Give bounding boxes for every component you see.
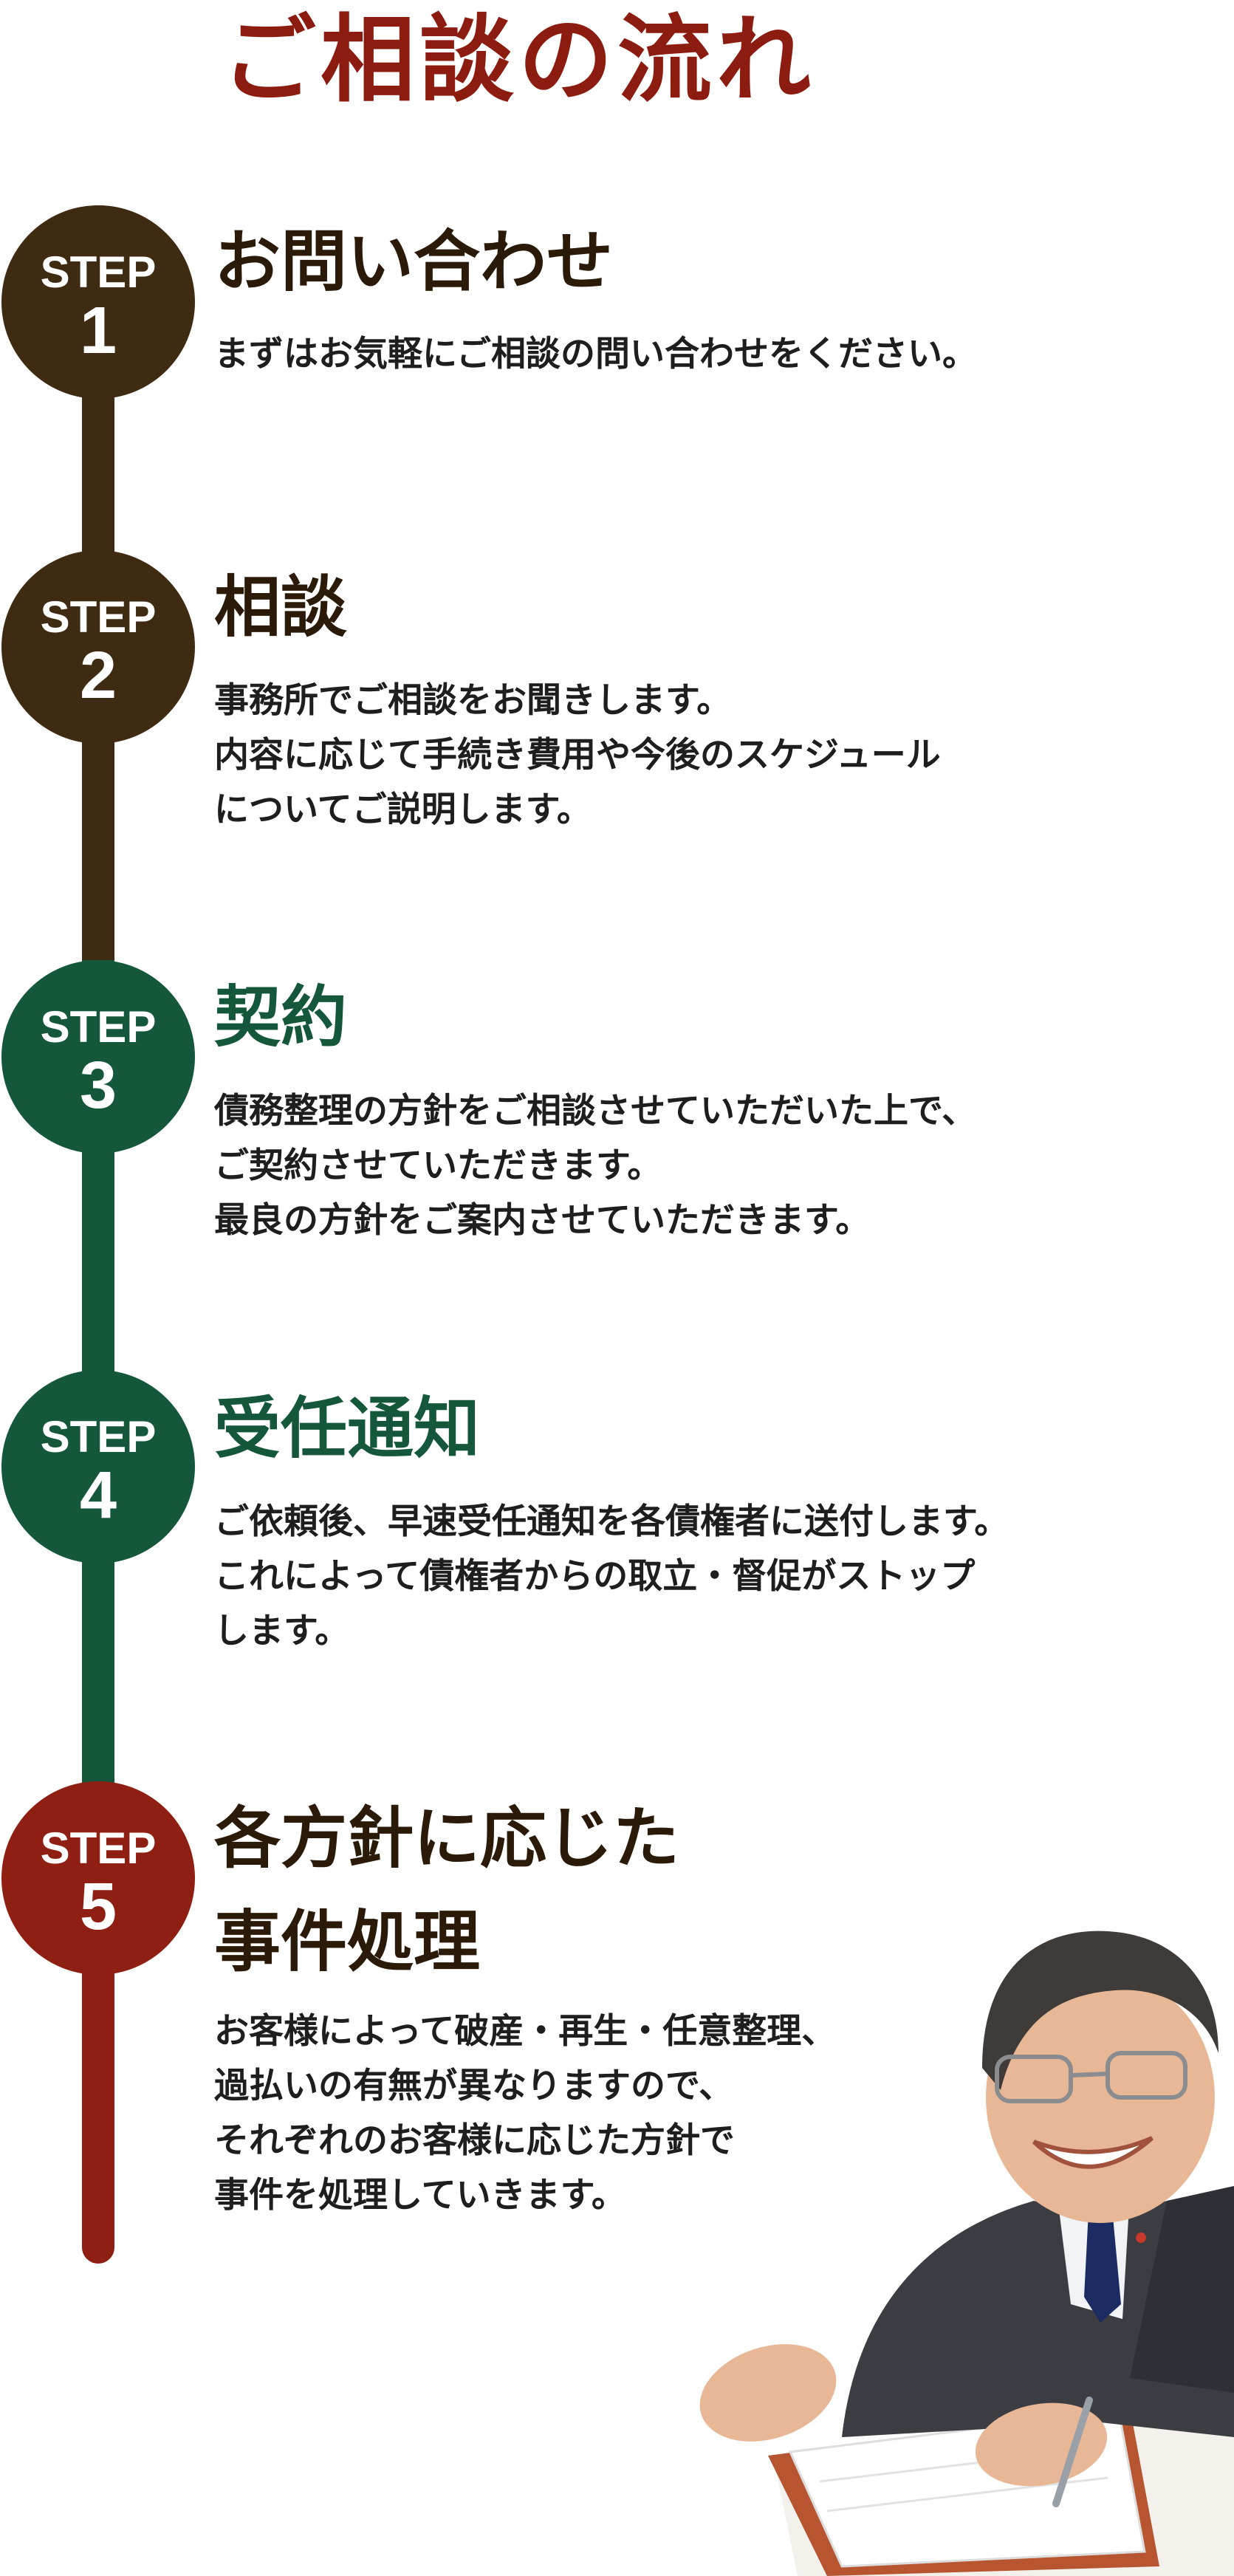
step-2-label: STEP bbox=[40, 592, 157, 642]
step-3-desc-line: 最良の方針をご案内させていただきます。 bbox=[214, 1200, 871, 1241]
step-1-description: まずはお気軽にご相談の問い合わせをください。 bbox=[214, 327, 1204, 382]
step-3-label: STEP bbox=[40, 1002, 157, 1052]
step-2-desc-line: についてご説明します。 bbox=[214, 789, 592, 830]
step-2-desc-line: 事務所でご相談をお聞きします。 bbox=[214, 680, 732, 721]
page-title: ご相談の流れ bbox=[222, 4, 816, 115]
step-4-badge: STEP 4 bbox=[1, 1370, 195, 1563]
step-4-desc-line: ご依頼後、早速受任通知を各債権者に送付します。 bbox=[214, 1501, 1010, 1542]
step-1-title-line: お問い合わせ bbox=[214, 223, 613, 301]
step-3-description: 債務整理の方針をご相談させていただいた上で、 ご契約させていただきます。 最良の… bbox=[214, 1084, 1204, 1248]
step-5-title: 各方針に応じた 事件処理 bbox=[214, 1787, 679, 1994]
step-5-desc-line: お客様によって破産・再生・任意整理、 bbox=[214, 2011, 837, 2052]
step-5-number: 5 bbox=[79, 1870, 117, 1944]
step-4-description: ご依頼後、早速受任通知を各債権者に送付します。 これによって債権者からの取立・督… bbox=[214, 1495, 1204, 1659]
step-1-number: 1 bbox=[79, 294, 117, 368]
step-3-number: 3 bbox=[79, 1049, 117, 1123]
step-5-title-line: 事件処理 bbox=[214, 1903, 480, 1981]
step-1-label: STEP bbox=[40, 247, 157, 297]
step-2-number: 2 bbox=[79, 639, 117, 713]
lawyer-photo bbox=[699, 1931, 1234, 2576]
step-5-description: お客様によって破産・再生・任意整理、 過払いの有無が異なりますので、 それぞれの… bbox=[214, 2004, 1204, 2223]
step-3-desc-line: 債務整理の方針をご相談させていただいた上で、 bbox=[214, 1091, 977, 1131]
step-4-title: 受任通知 bbox=[214, 1377, 480, 1481]
step-5-desc-line: それぞれのお客様に応じた方針で bbox=[214, 2120, 735, 2161]
step-2-description: 事務所でご相談をお聞きします。 内容に応じて手続き費用や今後のスケジュール につ… bbox=[214, 674, 1204, 837]
step-3-title: 契約 bbox=[214, 966, 347, 1069]
step-4-number: 4 bbox=[79, 1459, 117, 1532]
step-2-title-line: 相談 bbox=[214, 569, 347, 646]
step-4-label: STEP bbox=[40, 1412, 157, 1462]
step-2-badge: STEP 2 bbox=[1, 550, 195, 744]
step-1-title: お問い合わせ bbox=[214, 210, 613, 314]
step-5-desc-line: 事件を処理していきます。 bbox=[214, 2175, 626, 2216]
step-3-desc-line: ご契約させていただきます。 bbox=[214, 1145, 662, 1186]
step-5-label: STEP bbox=[40, 1823, 157, 1873]
step-4-desc-line: します。 bbox=[214, 1611, 350, 1651]
step-2-title: 相談 bbox=[214, 556, 347, 660]
step-4-title-line: 受任通知 bbox=[214, 1390, 480, 1467]
step-3-badge: STEP 3 bbox=[1, 960, 195, 1154]
step-5-desc-line: 過払いの有無が異なりますので、 bbox=[214, 2066, 734, 2106]
step-1-desc-line: まずはお気軽にご相談の問い合わせをください。 bbox=[214, 334, 978, 374]
step-5-badge: STEP 5 bbox=[1, 1781, 195, 1975]
step-3-title-line: 契約 bbox=[214, 979, 347, 1056]
step-4-desc-line: これによって債権者からの取立・督促がストップ bbox=[214, 1556, 976, 1597]
step-1-badge: STEP 1 bbox=[1, 205, 195, 399]
step-5-title-line: 各方針に応じた bbox=[214, 1800, 679, 1877]
step-2-desc-line: 内容に応じて手続き費用や今後のスケジュール bbox=[214, 735, 941, 775]
